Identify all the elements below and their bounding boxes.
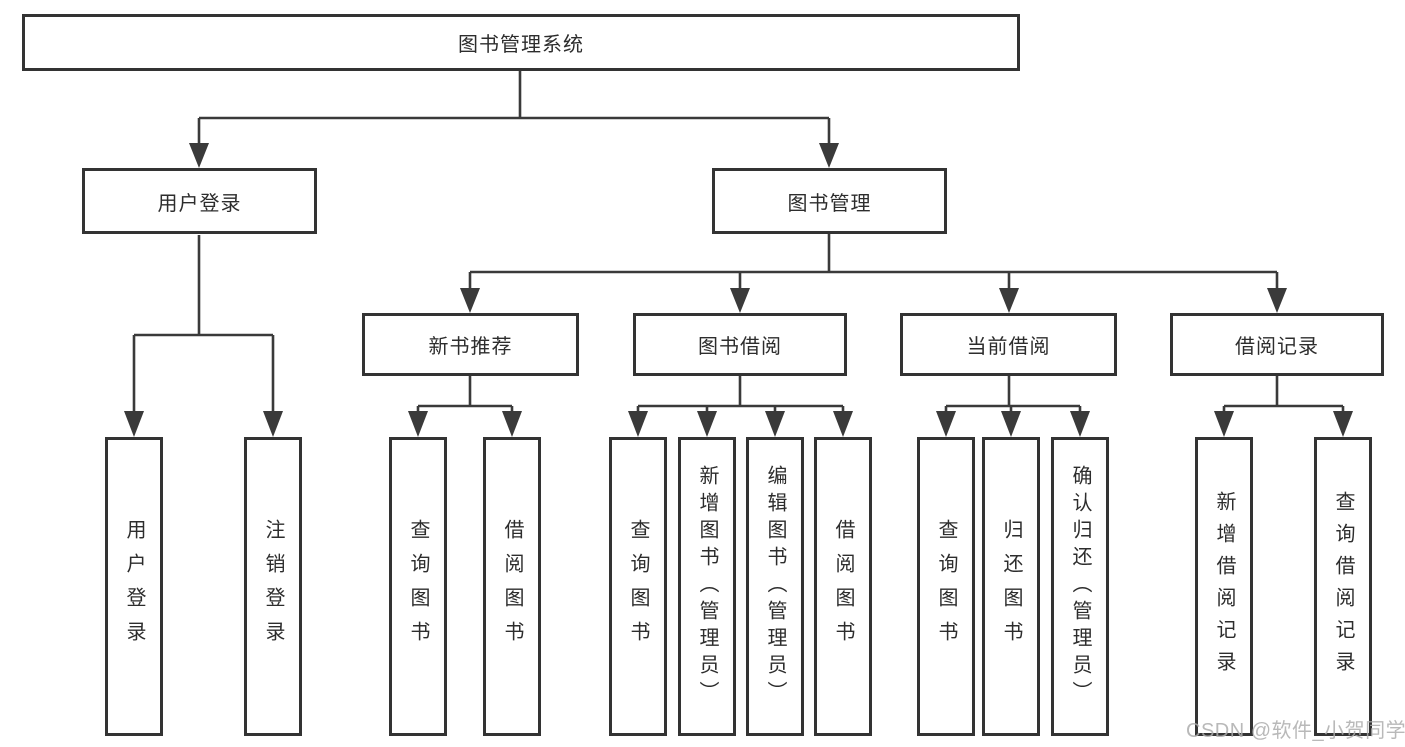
- leaf-borrow-add-book-admin: 新增图书（管理员）: [678, 437, 736, 736]
- leaf-records-add-record: 新增借阅记录: [1195, 437, 1253, 736]
- leaf-user-login: 用户登录: [105, 437, 163, 736]
- node-borrow-records: 借阅记录: [1170, 313, 1384, 376]
- node-label: 注销登录: [262, 518, 284, 655]
- node-label: 新增借阅记录: [1213, 490, 1235, 683]
- node-label: 新书推荐: [428, 336, 513, 358]
- leaf-borrow-query-book: 查询图书: [609, 437, 667, 736]
- node-new-book-recommend: 新书推荐: [362, 313, 579, 376]
- node-label: 当前借阅: [966, 336, 1051, 358]
- node-user-login: 用户登录: [82, 168, 317, 234]
- node-library-management-system: 图书管理系统: [22, 14, 1020, 71]
- node-label: 借阅记录: [1235, 336, 1319, 358]
- node-label: 确认归还（管理员）: [1069, 465, 1091, 708]
- watermark: CSDN @软件_小贺同学: [1186, 720, 1405, 742]
- leaf-current-query-book: 查询图书: [917, 437, 975, 736]
- node-label: 新增图书（管理员）: [696, 465, 718, 708]
- node-book-borrow: 图书借阅: [633, 313, 847, 376]
- leaf-current-return-book: 归还图书: [982, 437, 1040, 736]
- node-label: 查询借阅记录: [1332, 490, 1354, 683]
- node-label: 查询图书: [935, 518, 957, 655]
- node-label: 用户登录: [123, 518, 145, 655]
- node-label: 借阅图书: [832, 518, 854, 655]
- node-label: 图书管理系统: [458, 34, 584, 56]
- leaf-borrow-borrow-book: 借阅图书: [814, 437, 872, 736]
- node-book-management: 图书管理: [712, 168, 947, 234]
- node-label: 用户登录: [157, 192, 242, 215]
- leaf-newbooks-query-book: 查询图书: [389, 437, 447, 736]
- node-label: 查询图书: [627, 518, 649, 655]
- node-label: 图书借阅: [698, 336, 782, 358]
- leaf-borrow-edit-book-admin: 编辑图书（管理员）: [746, 437, 804, 736]
- node-label: 借阅图书: [501, 518, 523, 655]
- leaf-logout-login: 注销登录: [244, 437, 302, 736]
- leaf-records-query-record: 查询借阅记录: [1314, 437, 1372, 736]
- node-label: 查询图书: [407, 518, 429, 655]
- node-label: 图书管理: [787, 192, 872, 215]
- node-label: 编辑图书（管理员）: [764, 465, 786, 708]
- leaf-newbooks-borrow-book: 借阅图书: [483, 437, 541, 736]
- leaf-current-confirm-return-admin: 确认归还（管理员）: [1051, 437, 1109, 736]
- node-label: 归还图书: [1000, 518, 1022, 655]
- node-current-borrow: 当前借阅: [900, 313, 1117, 376]
